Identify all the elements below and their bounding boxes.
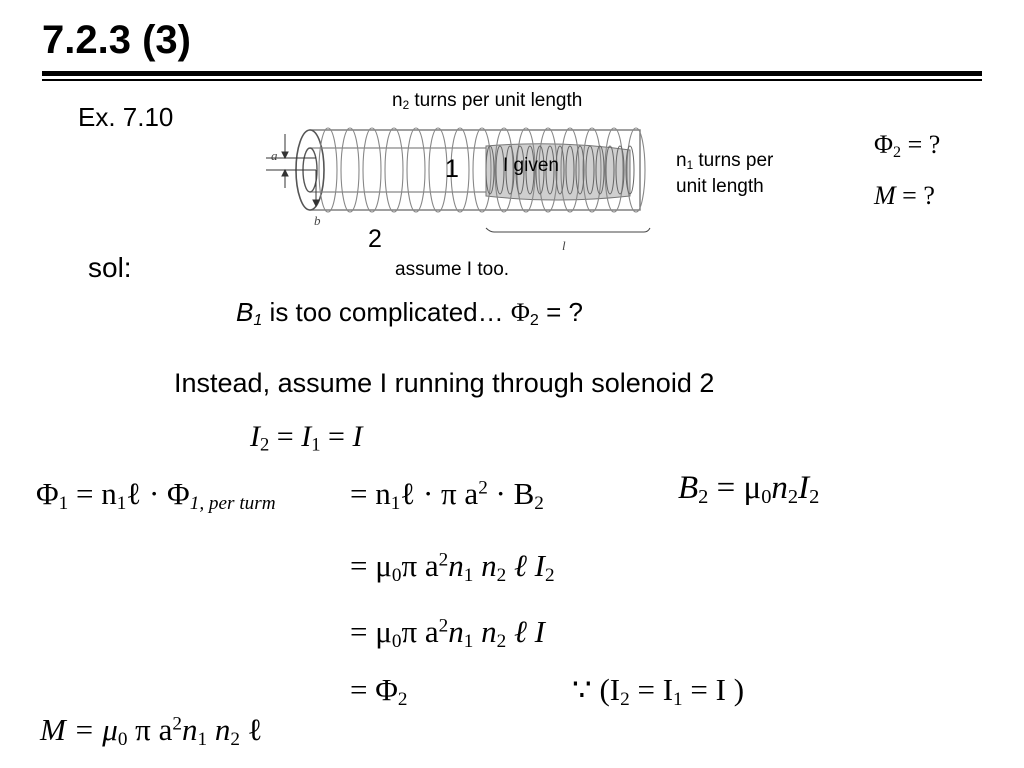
dim-a-label: a (271, 148, 278, 163)
flux-line-2: = μ0π a2n1 n2 ℓ I2 (350, 548, 555, 586)
sol-label: sol: (88, 252, 132, 283)
m-question: M = ? (874, 181, 935, 210)
flux-line-3: = μ0π a2n1 n2 ℓ I (350, 614, 545, 652)
example-label: Ex. 7.10 (78, 102, 174, 132)
title-rule-thin (42, 79, 982, 81)
outer-solenoid-number: 2 (368, 225, 382, 253)
b1-statement: B1 is too complicated… Φ2 = ? (236, 297, 583, 330)
solenoid-diagram (266, 127, 651, 233)
dimension-a (266, 134, 316, 188)
dimension-b (312, 170, 320, 208)
outer-coil-loops (318, 127, 646, 213)
flux-line-1: = n1ℓ · π a2 · B2 (350, 476, 544, 514)
current-equality: I2 = I1 = I (250, 420, 363, 456)
title-rule-thick (42, 71, 982, 76)
inner-coil-loops (485, 145, 635, 195)
phi1-equation: Φ1 = n1ℓ · Φ1, per turm (36, 476, 276, 514)
dimension-l (485, 227, 651, 233)
dim-l-label: l (562, 238, 566, 253)
current-label: I given (503, 155, 559, 176)
inner-solenoid-number: 1 (445, 155, 459, 183)
assume-label: assume I too. (395, 259, 510, 280)
because-clause: ∵ (I2 = I1 = I ) (572, 672, 745, 710)
n2-label: n2 turns per unit length (392, 90, 583, 112)
instead-statement: Instead, assume I running through soleno… (174, 368, 715, 398)
inner-solenoid-shading (485, 143, 631, 201)
n1-label: n1 turns per unit length (676, 150, 774, 197)
b2-equation: B2 = μ0n2I2 (678, 470, 820, 509)
flux-line-4: = Φ2 (350, 672, 408, 710)
slide-title: 7.2.3 (3) (42, 18, 191, 62)
phi2-question: Φ2 = ? (874, 130, 941, 162)
dim-b-label: b (314, 213, 321, 228)
mutual-inductance-result: M = μ0 π a2n1 n2 ℓ (40, 712, 263, 750)
